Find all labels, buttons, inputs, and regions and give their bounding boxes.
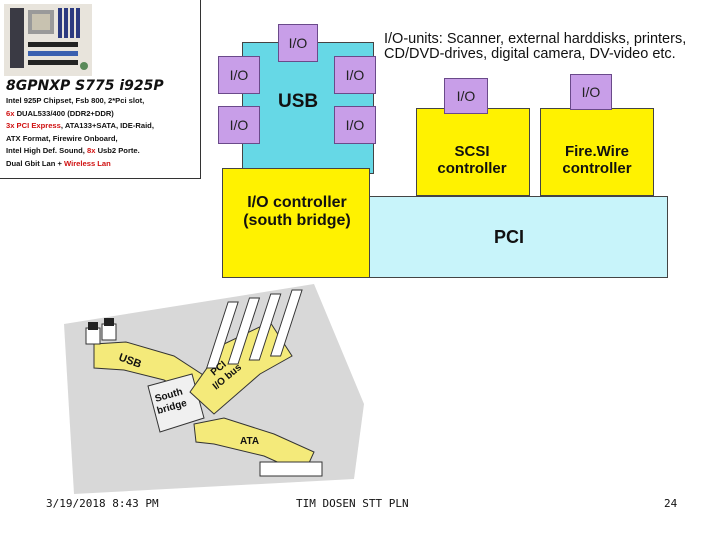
footer-center: TIM DOSEN STT PLN	[296, 497, 409, 510]
pci-label: PCI	[494, 227, 525, 247]
io-device-box: I/O	[218, 56, 260, 94]
motherboard-title: 8GPNXP S775 i925P	[6, 78, 164, 94]
io-controller-box	[222, 168, 370, 278]
spec-text: , ATA133+SATA, IDE-Raid,	[60, 121, 154, 131]
motherboard-spec-line: Dual Gbit Lan + Wireless Lan	[6, 159, 111, 168]
firewire-controller-box	[540, 108, 654, 196]
io-device-box: I/O	[570, 74, 612, 110]
io-device-box: I/O	[334, 106, 376, 144]
scsi-controller-label: SCSI controller	[437, 143, 507, 177]
motherboard-spec-line: 6x DUAL533/400 (DDR2+DDR)	[6, 109, 114, 118]
usb-label: USB	[278, 91, 319, 112]
spec-text: 3x PCI Express	[6, 121, 61, 131]
io-units-caption: I/O-units: Scanner, external harddisks, …	[384, 31, 687, 63]
scsi-controller-box	[416, 108, 530, 196]
spec-text: 8x	[87, 146, 96, 156]
io-controller-label: I/O controller (south bridge)	[243, 194, 351, 229]
motherboard-spec-line: 3x PCI Express, ATA133+SATA, IDE-Raid,	[6, 121, 154, 130]
firewire-controller-label: Fire.Wire controller	[562, 143, 632, 177]
spec-text: Intel High Def. Sound,	[6, 146, 87, 156]
motherboard-spec-line: Intel 925P Chipset, Fsb 800, 2*Pci slot,	[6, 96, 144, 105]
motherboard-spec-line: Intel High Def. Sound, 8x Usb2 Porte.	[6, 146, 140, 155]
ill-ata-label: ATA	[240, 436, 259, 447]
io-device-box: I/O	[334, 56, 376, 94]
footer-date: 3/19/2018 8:43 PM	[46, 497, 159, 510]
motherboard-photo	[4, 4, 92, 76]
spec-text: Dual Gbit Lan +	[6, 159, 65, 168]
spec-text: Usb2 Porte.	[95, 146, 140, 156]
spec-text: Wireless Lan	[64, 159, 111, 168]
spec-text: DUAL533/400 (DDR2+DDR)	[14, 108, 114, 118]
bus-illustration: USB South bridge PCI I/O bus ATA	[64, 284, 364, 494]
io-device-box: I/O	[444, 78, 488, 114]
page-number: 24	[664, 497, 678, 510]
spec-text: 6x	[6, 108, 15, 118]
motherboard-panel: 8GPNXP S775 i925P Intel 925P Chipset, Fs…	[0, 0, 201, 179]
spec-text: ATX Format, Firewire Onboard,	[6, 133, 118, 143]
io-device-box: I/O	[218, 106, 260, 144]
motherboard-spec-line: ATX Format, Firewire Onboard,	[6, 134, 118, 143]
io-device-box: I/O	[278, 24, 318, 62]
spec-text: Intel 925P Chipset, Fsb 800, 2*Pci slot,	[6, 96, 145, 105]
